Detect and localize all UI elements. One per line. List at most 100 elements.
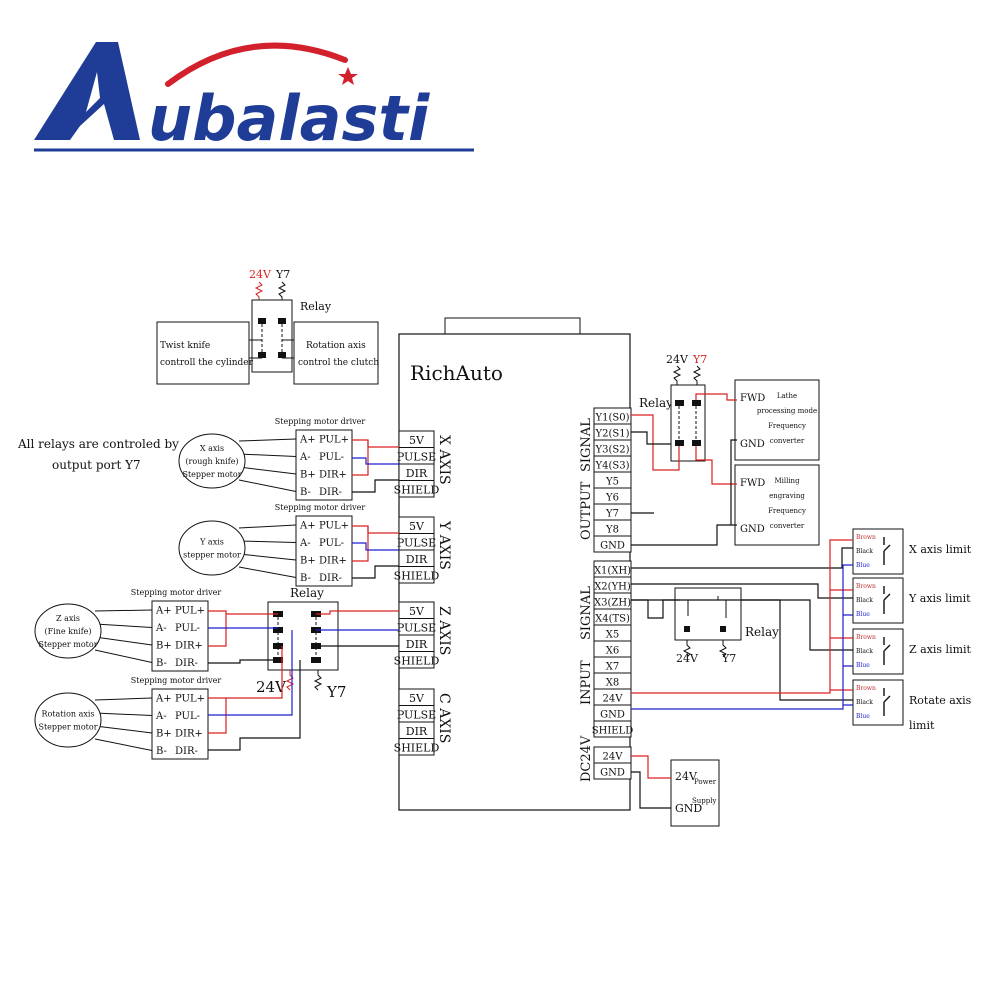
controller-port-label: X7 xyxy=(606,662,619,673)
controller-port-label: X6 xyxy=(606,646,619,657)
stepper-motor xyxy=(34,692,102,748)
driver-left-terminal: B+ xyxy=(300,556,316,567)
x3-limit-wire xyxy=(631,599,853,651)
converter-desc: engraving xyxy=(769,492,805,500)
limit-24v-wire xyxy=(631,539,853,694)
axis-pin-cell xyxy=(398,651,435,669)
controller-port-label: Y5 xyxy=(605,477,619,488)
controller-port-label: GND xyxy=(600,710,625,721)
limit-wire-label: Black xyxy=(856,597,873,604)
out-relay-y7: Y7 xyxy=(692,353,707,366)
logo-arc xyxy=(165,42,348,87)
c-pulse-minus-wire xyxy=(208,630,293,716)
dc-gnd-wire xyxy=(631,771,671,809)
axis-pin-label: 5V xyxy=(409,692,425,705)
relay-fwd-milling xyxy=(695,446,737,485)
driver-right-terminal: DIR+ xyxy=(175,641,203,652)
motor-label: Rotation axis xyxy=(41,710,94,719)
mid-relay-coil-y7 xyxy=(313,670,323,691)
logo-star-icon xyxy=(338,67,358,85)
top-relay-body xyxy=(251,299,293,373)
top-relay-contact xyxy=(278,318,286,324)
z-dir-minus-wire xyxy=(208,659,278,664)
in-relay-24v: 24V xyxy=(676,652,699,665)
limit-label: Rotate axis xyxy=(909,694,972,707)
axis-pin-label: DIR xyxy=(406,638,428,651)
limit-wire-label: Blue xyxy=(856,562,870,569)
axis-label: X AXIS xyxy=(436,435,452,485)
mid-relay-y7: Y7 xyxy=(326,683,346,701)
motor-wire xyxy=(238,566,297,578)
driver-title: Stepping motor driver xyxy=(275,503,366,512)
axis-pin-label: 5V xyxy=(409,605,425,618)
converter-desc: processing mode xyxy=(757,407,817,415)
y1-relay-wire xyxy=(631,414,680,471)
driver-right-terminal: PUL+ xyxy=(319,435,349,446)
motor-wire xyxy=(94,636,153,646)
mid-relay-24v: 24V xyxy=(256,678,287,696)
mid-relay-coil-24v xyxy=(285,670,295,691)
limit-contact xyxy=(883,586,891,614)
dc24v-label: DC24V xyxy=(579,735,594,782)
relay-note-line: output port Y7 xyxy=(52,458,141,472)
twist-knife-line: controll the cylinder xyxy=(160,358,254,368)
motor-label: (Fine knife) xyxy=(44,627,91,636)
power-supply: 24V Power Supply GND xyxy=(670,759,720,827)
driver-left-terminal: B- xyxy=(300,573,311,584)
driver-title: Stepping motor driver xyxy=(131,676,222,685)
driver-right-terminal: DIR- xyxy=(319,573,342,584)
output-label: OUTPUT xyxy=(579,481,594,540)
controller-port-label: X4(TS) xyxy=(595,614,630,625)
y2-wire xyxy=(631,431,671,445)
gnd-converter-wire xyxy=(631,439,737,546)
motor-wire xyxy=(238,524,297,529)
top-relay-y7: Y7 xyxy=(275,268,290,281)
limit-wire-label: Blue xyxy=(856,662,870,669)
limit-switch-box xyxy=(852,628,904,675)
stepper-motor xyxy=(178,520,246,576)
limit-switch-box xyxy=(852,679,904,726)
driver-right-terminal: PUL+ xyxy=(175,694,205,705)
converter-fwd: FWD xyxy=(740,478,765,489)
limit-wire-label: Brown xyxy=(856,583,876,590)
dc-24v-wire xyxy=(631,755,671,779)
stepper-driver-box xyxy=(151,688,209,760)
limit-contact xyxy=(883,637,891,665)
controller-body xyxy=(398,333,631,811)
input-label: INPUT xyxy=(579,660,594,705)
logo-brand-text: ubalasti xyxy=(148,82,430,155)
limit-wire-label: Black xyxy=(856,699,873,706)
relay-fwd-lathe xyxy=(695,393,737,401)
limit-gnd-wire xyxy=(631,564,853,710)
c-dir-minus-wire xyxy=(208,660,301,751)
driver-right-terminal: DIR- xyxy=(175,746,198,757)
in-relay-y7: Y7 xyxy=(721,652,736,665)
driver-title: Stepping motor driver xyxy=(131,588,222,597)
power-supply-24v: 24V xyxy=(675,770,698,783)
out-relay-24v: 24V xyxy=(666,353,689,366)
c-relay-red xyxy=(226,646,283,699)
top-relay-coil-y7 xyxy=(277,281,287,302)
axis-pin-label: DIR xyxy=(406,553,428,566)
axis-pin-label: DIR xyxy=(406,467,428,480)
controller-port-cell xyxy=(593,720,632,738)
axis-pin-cell xyxy=(398,738,435,756)
power-supply-box xyxy=(670,759,720,827)
output-relay: 24V Y7 Relay xyxy=(639,353,707,462)
motor-wire xyxy=(94,609,153,612)
limit-wire-label: Brown xyxy=(856,534,876,541)
limit-contact xyxy=(883,688,891,716)
driver-left-terminal: B+ xyxy=(300,470,316,481)
motor-wire xyxy=(94,697,153,701)
top-relay-title: Relay xyxy=(300,300,332,313)
limit-label: Z axis limit xyxy=(909,643,972,656)
limit-label: Y axis limit xyxy=(908,592,971,605)
driver-left-terminal: A- xyxy=(155,623,167,634)
y-pulse-plus-wire xyxy=(352,525,399,534)
axis-pin-label: PULSE xyxy=(397,537,436,550)
controller-port-cell xyxy=(593,535,632,553)
limit-wire-label: Black xyxy=(856,548,873,555)
x3-relay-wire xyxy=(631,599,680,619)
